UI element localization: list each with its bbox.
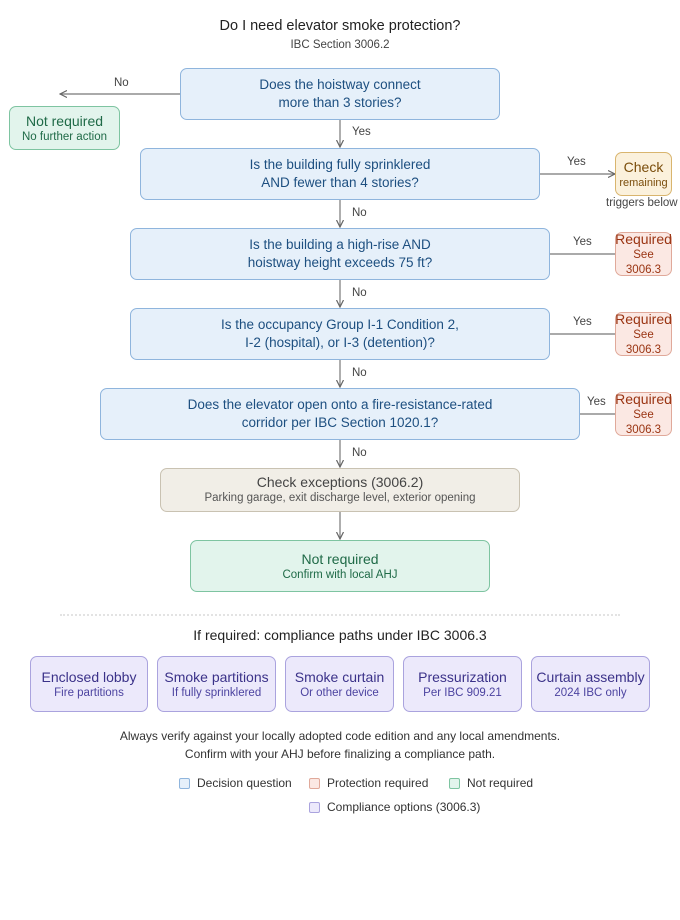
question-sprinklered: Is the building fully sprinklered AND fe… (140, 148, 540, 200)
outcome-check-remaining: Check remaining (615, 152, 672, 196)
legend-swatch-protection (309, 777, 320, 789)
footer-note-line1: Always verify against your locally adopt… (119, 729, 561, 743)
label-yes-q3: Yes (573, 236, 592, 248)
question-occupancy-group: Is the occupancy Group I-1 Condition 2, … (130, 308, 550, 360)
label-yes-q5: Yes (587, 396, 606, 408)
outcome-required-q3: Required See 3006.3 (615, 230, 672, 276)
outcome-not-required-bottom: Not required Confirm with local AHJ (190, 540, 490, 592)
question-rated-corridor: Does the elevator open onto a fire-resis… (100, 388, 580, 440)
diagram-title: Do I need elevator smoke protection? (219, 18, 461, 34)
option-smoke-curtain: Smoke curtain Or other device (285, 656, 394, 712)
legend-protection: Protection required (309, 776, 428, 790)
legend-swatch-decision (179, 777, 190, 789)
diagram-subtitle: IBC Section 3006.2 (290, 39, 390, 51)
question-high-rise: Is the building a high-rise AND hoistway… (130, 228, 550, 280)
label-yes-q2: Yes (567, 156, 586, 168)
compliance-heading: If required: compliance paths under IBC … (193, 627, 487, 643)
option-curtain-assembly: Curtain assembly 2024 IBC only (531, 656, 650, 712)
option-smoke-partitions: Smoke partitions If fully sprinklered (157, 656, 276, 712)
label-no-q3: No (352, 287, 367, 299)
label-yes-q4: Yes (573, 316, 592, 328)
outcome-not-required-top: Not required No further action (9, 106, 120, 150)
legend-not-required: Not required (449, 776, 533, 790)
label-no-q2: No (352, 207, 367, 219)
question-hoistway-stories: Does the hoistway connect more than 3 st… (180, 68, 500, 120)
option-pressurization: Pressurization Per IBC 909.21 (403, 656, 522, 712)
label-no-q5: No (352, 447, 367, 459)
label-no-q1: No (114, 77, 129, 89)
check-exceptions-box: Check exceptions (3006.2) Parking garage… (160, 468, 520, 512)
outcome-required-q5: Required See 3006.3 (615, 390, 672, 436)
option-enclosed-lobby: Enclosed lobby Fire partitions (30, 656, 148, 712)
label-yes-q1: Yes (352, 126, 371, 138)
legend-decision: Decision question (179, 776, 292, 790)
label-no-q4: No (352, 367, 367, 379)
footer-note-line2: Confirm with your AHJ before finalizing … (184, 747, 496, 761)
legend-swatch-compliance (309, 801, 320, 813)
legend-swatch-not-required (449, 777, 460, 789)
outcome-required-q4: Required See 3006.3 (615, 310, 672, 356)
note-triggers-below: triggers below (606, 197, 678, 209)
section-divider (60, 614, 620, 616)
legend-compliance: Compliance options (3006.3) (309, 800, 480, 814)
